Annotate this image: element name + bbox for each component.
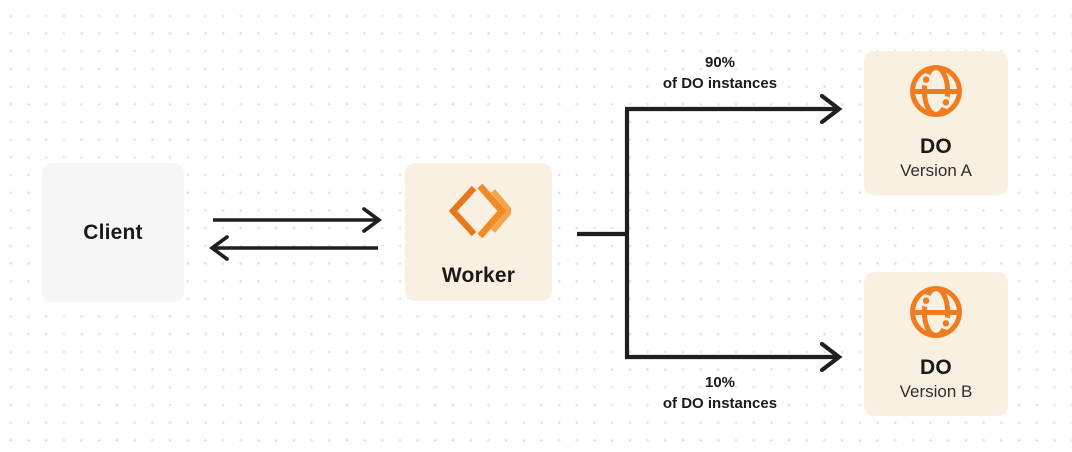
route-label-10-percent: 10% of DO instances [610,372,830,414]
route-label-90-percent: 90% of DO instances [610,52,830,94]
split-to-do-a-arrow [625,93,843,125]
route-bottom-percent: 10% [704,374,736,391]
split-to-do-b-arrow [625,341,843,373]
do-b-title: DO [920,356,952,379]
client-to-worker-arrow [213,207,383,233]
do-version-a-node: DO Version A [864,51,1008,195]
client-node: Client [42,163,184,302]
do-b-version-label: Version B [899,382,973,401]
do-a-version-label: Version A [900,161,972,180]
workers-chevron-icon [447,182,514,240]
do-version-b-node: DO Version B [864,272,1008,416]
client-label: Client [83,220,143,244]
worker-to-client-arrow [208,235,378,261]
worker-node: Worker [405,163,552,301]
route-top-caption: of DO instances [662,75,778,92]
worker-label: Worker [441,264,516,287]
do-a-title: DO [920,135,952,158]
globe-icon-a [907,62,965,120]
globe-icon-b [907,283,965,341]
route-bottom-caption: of DO instances [662,395,778,412]
route-top-percent: 90% [704,54,736,71]
